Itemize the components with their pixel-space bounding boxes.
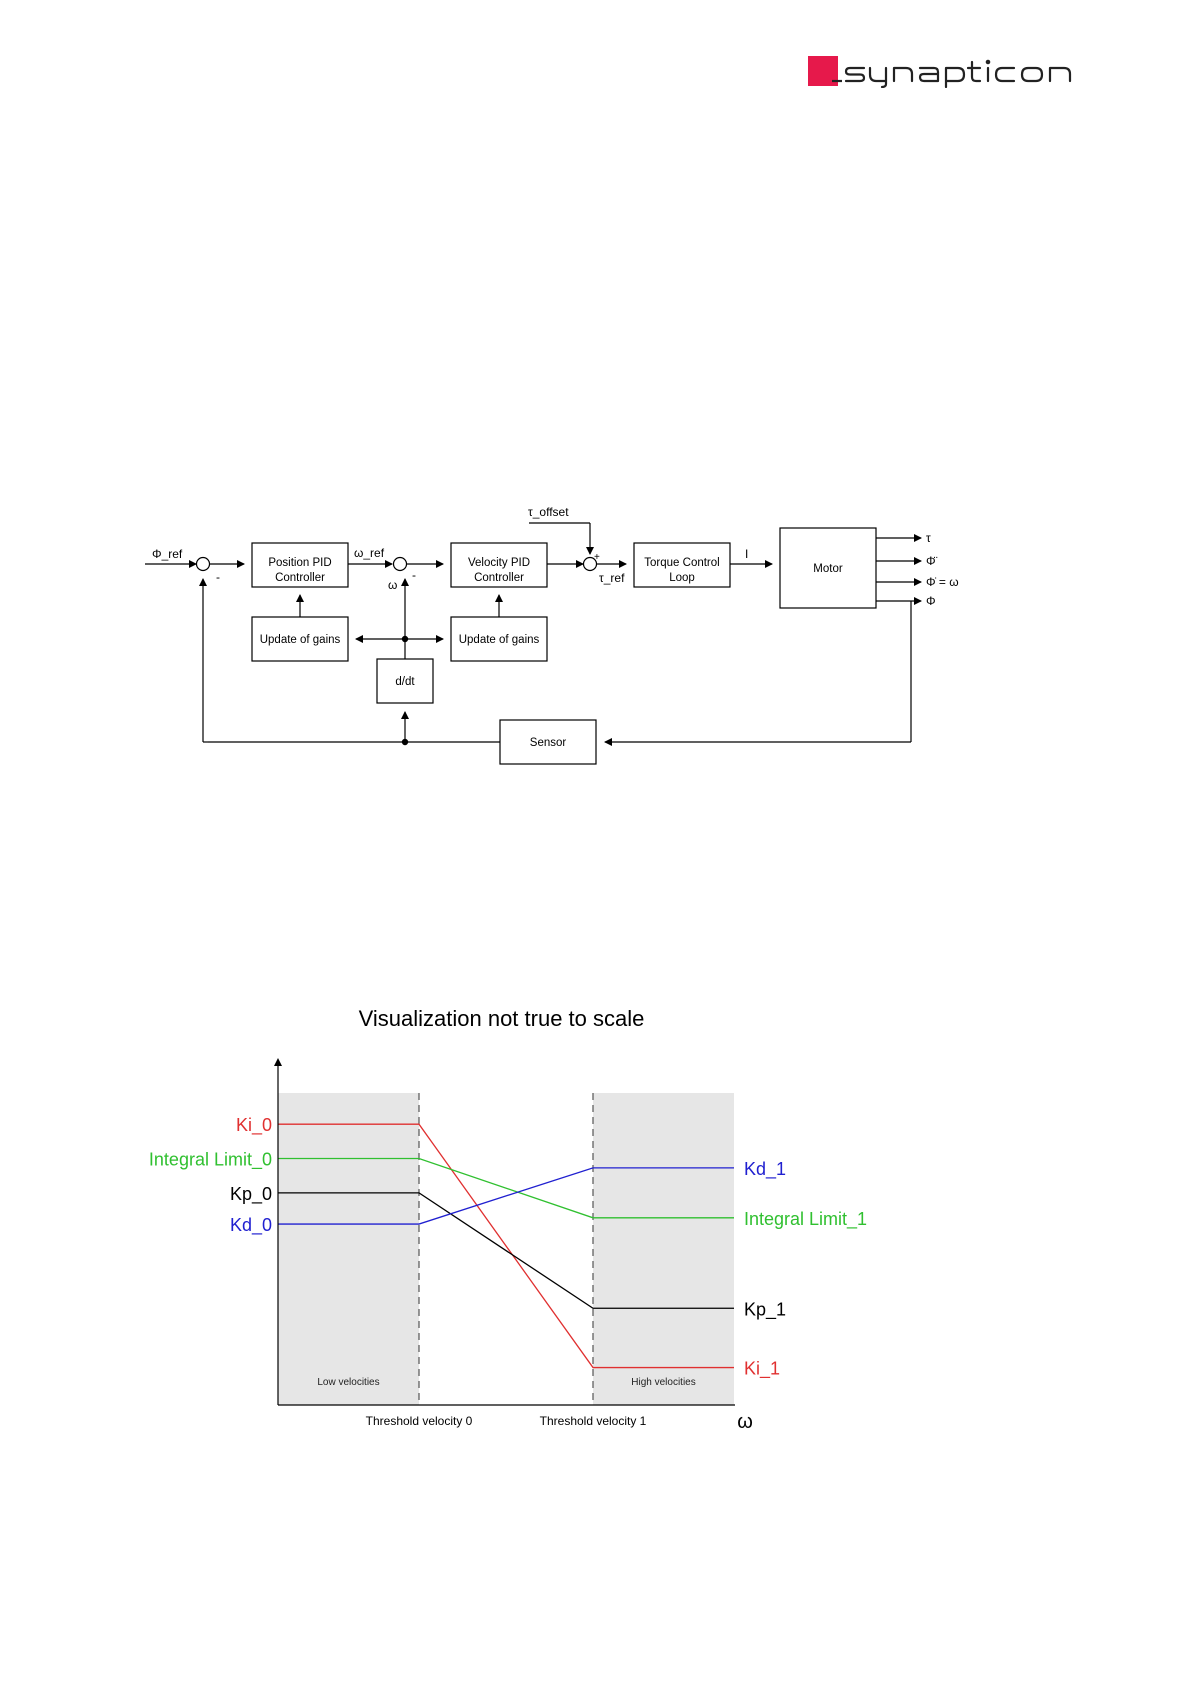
gain-scheduling-chart: Low velocities High velocities Threshold … <box>0 995 1190 1435</box>
omega-ref-label: ω_ref <box>354 546 385 560</box>
gain-scheduling-chart-svg: Low velocities High velocities Threshold … <box>149 1058 867 1433</box>
velocity-pid-label-2: Controller <box>474 572 524 584</box>
control-block-diagram-svg: Position PID Controller Velocity PID Con… <box>145 505 959 765</box>
region-low-velocities <box>278 1093 419 1405</box>
series-layer <box>278 1123 734 1369</box>
velocity-pid-block <box>450 542 548 588</box>
threshold-label: Threshold velocity 0 <box>366 1414 473 1428</box>
position-pid-label-1: Position PID <box>268 557 331 569</box>
velocity-pid-label-1: Velocity PID <box>468 557 530 569</box>
ddt-label: d/dt <box>395 676 415 688</box>
update-gains-left-label: Update of gains <box>260 634 341 646</box>
series-line <box>278 1192 734 1309</box>
sum-junction-position <box>195 556 211 572</box>
series-start-label: Ki_0 <box>236 1115 272 1136</box>
output-phi-dot-omega-label: Φ̇ = ω <box>926 575 959 589</box>
tau-ref-label: τ_ref <box>599 571 625 585</box>
control-block-diagram: Position PID Controller Velocity PID Con… <box>0 490 1190 780</box>
sum2-minus-sign: - <box>412 568 416 582</box>
current-label: I <box>745 547 748 561</box>
motor-label: Motor <box>813 563 843 575</box>
update-gains-right-label: Update of gains <box>459 634 540 646</box>
series-start-label: Integral Limit_0 <box>149 1150 272 1171</box>
sensor-block <box>499 719 597 765</box>
synapticon-logo-graphic <box>808 56 1072 88</box>
threshold-marker-layer: Threshold velocity 0 Threshold velocity 1 <box>366 1093 647 1428</box>
phi-ref-label: Φ_ref <box>152 547 183 561</box>
update-gains-right-block <box>450 616 548 662</box>
position-pid-label-2: Controller <box>275 572 325 584</box>
sum-junction-torque <box>582 556 598 572</box>
series-line <box>278 1123 734 1369</box>
chart-title: Visualization not true to scale <box>358 1006 645 1031</box>
series-end-label: Kp_1 <box>744 1299 786 1320</box>
region-high-velocities <box>593 1093 734 1405</box>
tau-offset-label: τ_offset <box>528 505 569 519</box>
sum1-minus-sign: - <box>216 570 220 584</box>
torque-control-loop-block <box>633 542 731 588</box>
region-layer: Low velocities High velocities <box>278 1093 734 1405</box>
motor-block <box>779 527 877 609</box>
series-end-label: Integral Limit_1 <box>744 1209 867 1230</box>
series-start-label: Kp_0 <box>230 1184 272 1205</box>
region-label: Low velocities <box>317 1377 379 1388</box>
omega-label: ω <box>388 578 397 592</box>
sum-junction-velocity <box>392 556 408 572</box>
ddt-block <box>376 658 434 704</box>
series-line <box>278 1157 734 1219</box>
series-start-label: Kd_0 <box>230 1215 272 1236</box>
region-label: High velocities <box>631 1377 695 1388</box>
output-phi-ddot-label: Φ̈ <box>926 554 938 568</box>
torque-loop-label-2: Loop <box>669 572 695 584</box>
output-tau-label: τ <box>926 531 931 545</box>
torque-loop-label-1: Torque Control <box>644 557 719 569</box>
threshold-label: Threshold velocity 1 <box>540 1414 647 1428</box>
sensor-label: Sensor <box>530 737 567 749</box>
series-line <box>278 1167 734 1225</box>
synapticon-logo <box>808 56 1073 88</box>
series-end-label: Kd_1 <box>744 1159 786 1180</box>
sum3-plus-sign: + <box>594 552 600 563</box>
output-phi-label: Φ <box>926 594 936 608</box>
series-end-label: Ki_1 <box>744 1359 780 1380</box>
x-axis-label: ω <box>737 1411 753 1433</box>
position-pid-block <box>251 542 349 588</box>
